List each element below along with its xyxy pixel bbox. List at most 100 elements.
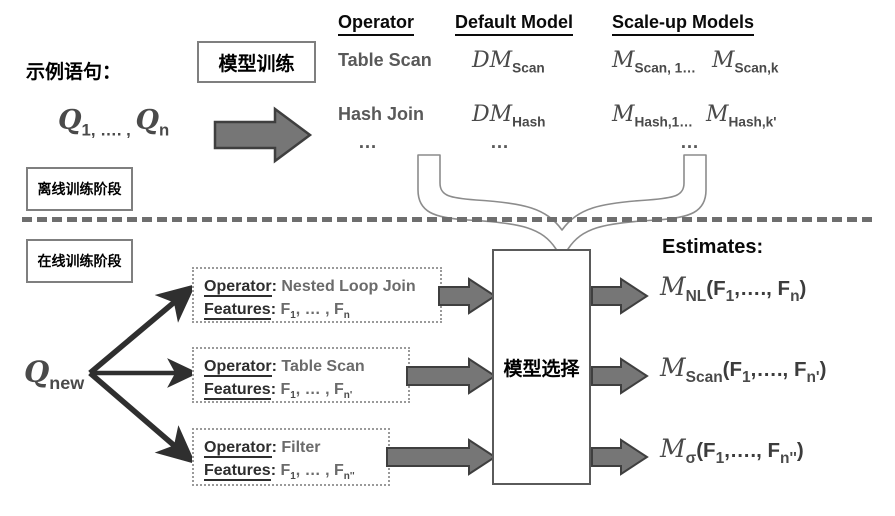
estimate-args-open: (F xyxy=(706,277,726,300)
table-row1-default-model: DMScan xyxy=(472,48,545,75)
estimate-args-close: ) xyxy=(796,439,804,462)
colon: : xyxy=(270,381,277,399)
estimate-arg-sub1: 1 xyxy=(715,450,725,467)
online-phase-label: 在线训练阶段 xyxy=(37,254,122,270)
default-model-symbol: DM xyxy=(472,48,513,73)
default-model-subscript: Scan xyxy=(512,60,545,76)
plan-features-value: F1, … , Fn' xyxy=(280,381,353,402)
plan-features-value: F1, … , Fn'' xyxy=(280,462,355,483)
new-query-subscript: new xyxy=(49,372,85,393)
estimate-model-symbol: M xyxy=(660,434,686,463)
estimates-title: Estimates: xyxy=(662,236,764,258)
scaleup-model-subscript-k: Hash,k' xyxy=(728,114,777,130)
estimate-model-symbol: M xyxy=(660,353,686,382)
estimate-args-open: (F xyxy=(722,358,743,381)
estimate-args-mid: ,…., F xyxy=(734,277,791,300)
scaleup-model-symbol: M xyxy=(612,48,635,73)
colon: : xyxy=(271,278,277,295)
query-subscript: 1, …. , xyxy=(81,120,136,140)
scaleup-model-subscript: Scan, 1 xyxy=(634,60,683,76)
plan-operator-line: Operator: Table Scan xyxy=(204,355,400,378)
table-header-default-model: Default Model xyxy=(455,12,574,36)
offline-phase-box: 离线训练阶段 xyxy=(26,167,133,211)
default-model-symbol: DM xyxy=(472,102,513,127)
operator-label: Operator xyxy=(204,439,272,458)
estimate-args-open: (F xyxy=(696,439,716,462)
model-merge-funnel xyxy=(412,150,712,255)
colon: : xyxy=(271,439,277,456)
table-row2-scaleup-first: MHash,1… xyxy=(612,102,694,129)
plan-operator-line: Operator: Nested Loop Join xyxy=(204,275,432,298)
new-query-label: Qnew xyxy=(24,355,84,394)
query-split-arrows xyxy=(86,268,201,478)
phase-divider xyxy=(22,217,872,222)
query-subscript-n: n xyxy=(159,120,170,140)
table-header-scaleup-models: Scale-up Models xyxy=(612,12,755,36)
table-ellipsis-scaleup: … xyxy=(680,132,699,153)
plan-operator-value: Nested Loop Join xyxy=(281,278,416,295)
table-row2-default-model: DMHash xyxy=(472,102,546,129)
scaleup-ellipsis: … xyxy=(682,60,697,76)
table-header-operator: Operator xyxy=(338,12,415,36)
scaleup-model-symbol-k: M xyxy=(706,102,729,127)
plan-operator-value: Table Scan xyxy=(281,358,365,375)
plan-input-arrow-3 xyxy=(386,438,498,476)
plan-operator-value: Filter xyxy=(281,439,321,456)
plan-operator-line: Operator: Filter xyxy=(204,436,380,459)
plan-box-filter[interactable]: Operator: Filter Features: F1, … , Fn'' xyxy=(192,428,390,486)
offline-phase-label: 离线训练阶段 xyxy=(37,182,122,198)
model-selection-box: 模型选择 xyxy=(492,249,591,485)
colon: : xyxy=(271,358,277,375)
colon: : xyxy=(270,462,277,480)
model-training-box: 模型训练 xyxy=(197,41,316,83)
operator-label: Operator xyxy=(204,278,272,297)
query-symbol-n: Q xyxy=(135,105,159,136)
operator-label: Operator xyxy=(204,358,272,377)
estimate-args-close: ) xyxy=(819,358,827,381)
estimate-model-subscript: σ xyxy=(685,450,697,467)
new-query-symbol: Q xyxy=(24,355,50,389)
estimate-arg-sub1: 1 xyxy=(742,369,751,386)
online-phase-box: 在线训练阶段 xyxy=(26,239,133,283)
estimate-arg-sub1: 1 xyxy=(725,288,735,305)
estimate-formula-scan: MScan(F1,…., Fn') xyxy=(660,353,826,387)
table-row2-operator: Hash Join xyxy=(338,104,425,124)
estimate-arg-sub2: n'' xyxy=(780,450,797,467)
estimate-args-mid: ,…., F xyxy=(750,358,807,381)
plan-box-nested-loop-join[interactable]: Operator: Nested Loop Join Features: F1,… xyxy=(192,267,442,323)
example-statements-label: 示例语句： xyxy=(26,61,122,83)
estimate-model-symbol: M xyxy=(660,272,686,301)
table-ellipsis-operator: … xyxy=(358,132,377,153)
estimate-arg-sub2: n' xyxy=(806,369,820,386)
default-model-subscript: Hash xyxy=(512,114,546,130)
estimate-model-subscript: NL xyxy=(685,288,707,305)
estimate-model-subscript: Scan xyxy=(685,369,723,386)
estimate-formula-sigma: Mσ(F1,…., Fn'') xyxy=(660,434,804,468)
table-row1-scaleup-last: MScan,k xyxy=(712,48,778,75)
plan-features-value: F1, … , Fn xyxy=(280,301,350,322)
estimate-output-arrow-2 xyxy=(591,357,649,395)
estimate-arg-sub2: n xyxy=(790,288,800,305)
estimate-output-arrow-3 xyxy=(591,438,649,476)
scaleup-model-subscript-k: Scan,k xyxy=(734,60,779,76)
training-queries-label: Q1, …. , Qn xyxy=(58,105,169,140)
features-label: Features xyxy=(204,301,271,321)
model-training-label: 模型训练 xyxy=(218,52,295,75)
estimate-formula-nl: MNL(F1,…., Fn) xyxy=(660,272,806,306)
scaleup-model-symbol-k: M xyxy=(712,48,735,73)
scaleup-model-symbol: M xyxy=(612,102,635,127)
plan-box-table-scan[interactable]: Operator: Table Scan Features: F1, … , F… xyxy=(192,347,410,403)
plan-features-line: Features: F1, … , Fn'' xyxy=(204,459,380,485)
table-row1-operator: Table Scan xyxy=(338,50,432,70)
table-row1-scaleup-first: MScan, 1… xyxy=(612,48,697,75)
query-symbol: Q xyxy=(58,105,82,136)
scaleup-ellipsis: … xyxy=(679,114,694,130)
features-label: Features xyxy=(204,462,271,482)
plan-features-line: Features: F1, … , Fn' xyxy=(204,378,400,404)
estimate-args-mid: ,…., F xyxy=(724,439,781,462)
colon: : xyxy=(270,301,277,319)
plan-input-arrow-2 xyxy=(406,357,498,395)
table-row2-scaleup-last: MHash,k' xyxy=(706,102,776,129)
estimate-output-arrow-1 xyxy=(591,277,649,315)
